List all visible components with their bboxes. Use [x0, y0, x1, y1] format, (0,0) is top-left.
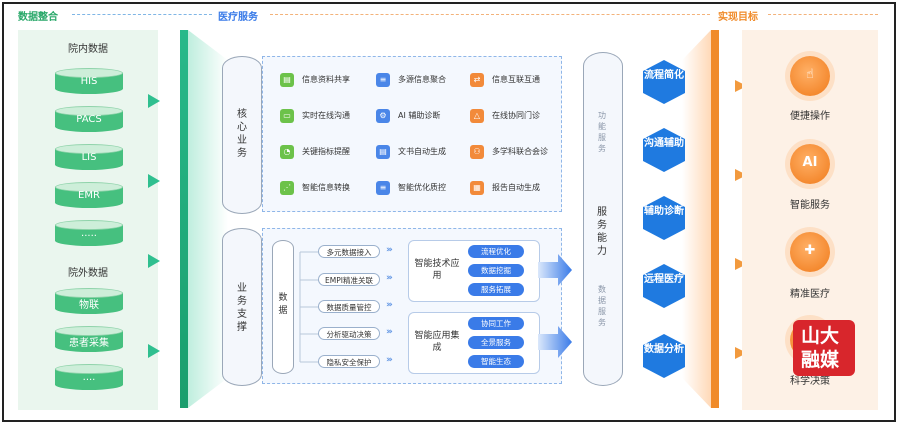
- document-icon: ▤: [280, 73, 294, 87]
- data-item: 隐私安全保护: [318, 355, 380, 368]
- service-capability-label: 服务能力: [597, 207, 607, 257]
- integration-application-title: 智能应用集成: [414, 331, 460, 353]
- data-source-lis: LIS: [55, 144, 123, 170]
- heart-icon: ✚: [790, 232, 830, 272]
- data-source-emr: EMR: [55, 182, 123, 208]
- business-support-cylinder: [222, 228, 262, 386]
- data-source-patient: 患者采集: [55, 326, 123, 352]
- arrow-right-icon: [148, 94, 160, 108]
- ai-icon: ⚙: [376, 109, 390, 123]
- data-label: 数据: [278, 293, 288, 316]
- bell-icon: ◔: [280, 145, 294, 159]
- data-item: 多元数据接入: [318, 245, 380, 258]
- goal-label: 科学决策: [790, 376, 830, 387]
- warning-icon: △: [470, 109, 484, 123]
- data-source-more-external: ....: [55, 364, 123, 390]
- external-data-title: 院外数据: [68, 268, 108, 279]
- integration-item: 智能生态: [468, 355, 524, 368]
- hex-analysis: 数据分析: [643, 334, 685, 378]
- tech-item: 数据挖掘: [468, 264, 524, 277]
- arrow-right-icon: [148, 174, 160, 188]
- chevrons-icon: ›››: [386, 355, 393, 365]
- header-divider-1: [72, 14, 212, 15]
- integration-bar: [180, 30, 188, 408]
- chevrons-icon: ›››: [386, 245, 393, 255]
- header-goal: 实现目标: [718, 12, 758, 23]
- data-item: 分析驱动决策: [318, 327, 380, 340]
- data-source-more-internal: .....: [55, 220, 123, 246]
- team-icon: ⚇: [470, 145, 484, 159]
- hex-remote: 远程医疗: [643, 264, 685, 308]
- goal-label: 便捷操作: [790, 111, 830, 122]
- database-icon: ≡: [376, 181, 390, 195]
- data-source-iot: 物联: [55, 288, 123, 314]
- core-business-cylinder: [222, 56, 262, 214]
- data-item: EMPI精准关联: [318, 273, 380, 286]
- chevrons-icon: ›››: [386, 273, 393, 283]
- data-branch-lines: [299, 251, 318, 363]
- service-capability-cylinder: [583, 52, 623, 386]
- data-source-his: HIS: [55, 68, 123, 94]
- arrow-right-icon: [148, 254, 160, 268]
- integration-item: 协同工作: [468, 317, 524, 330]
- goal-label: 精准医疗: [790, 289, 830, 300]
- tech-application-title: 智能技术应用: [414, 259, 460, 281]
- goal-label: 智能服务: [790, 200, 830, 211]
- chevrons-icon: ›››: [386, 327, 393, 337]
- touch-icon: ☝: [790, 56, 830, 96]
- goal-funnel: [682, 30, 711, 408]
- chart-icon: ⋰: [280, 181, 294, 195]
- integration-item: 全景服务: [468, 336, 524, 349]
- flow-arrows: [538, 254, 572, 358]
- internal-data-title: 院内数据: [68, 44, 108, 55]
- header-medical-service: 医疗服务: [218, 12, 258, 23]
- core-business-box: [262, 56, 562, 212]
- function-service-label: 功能服务: [598, 111, 606, 153]
- data-cylinder: [272, 240, 294, 374]
- chat-icon: ▭: [280, 109, 294, 123]
- data-service-label: 数据服务: [598, 285, 606, 327]
- tech-item: 服务拓展: [468, 283, 524, 296]
- link-icon: ⇄: [470, 73, 484, 87]
- data-item: 数据质量管控: [318, 300, 380, 313]
- chevrons-icon: ›››: [386, 300, 393, 310]
- core-business-label: 核心业务: [237, 109, 247, 159]
- data-source-pacs: PACS: [55, 106, 123, 132]
- business-support-label: 业务支撑: [237, 283, 247, 333]
- file-icon: ▤: [376, 145, 390, 159]
- header-divider-3: [768, 14, 878, 15]
- goal-bar: [711, 30, 719, 408]
- arrow-right-icon: [148, 344, 160, 358]
- ai-head-icon: AI: [790, 144, 830, 184]
- tech-item: 流程优化: [468, 245, 524, 258]
- report-icon: ▦: [470, 181, 484, 195]
- header-divider-2: [270, 14, 710, 15]
- watermark-logo: 山大 融媒: [793, 320, 855, 376]
- header-integration: 数据整合: [18, 12, 58, 23]
- database-icon: ≡: [376, 73, 390, 87]
- hex-process-simplify: 流程简化: [643, 60, 685, 104]
